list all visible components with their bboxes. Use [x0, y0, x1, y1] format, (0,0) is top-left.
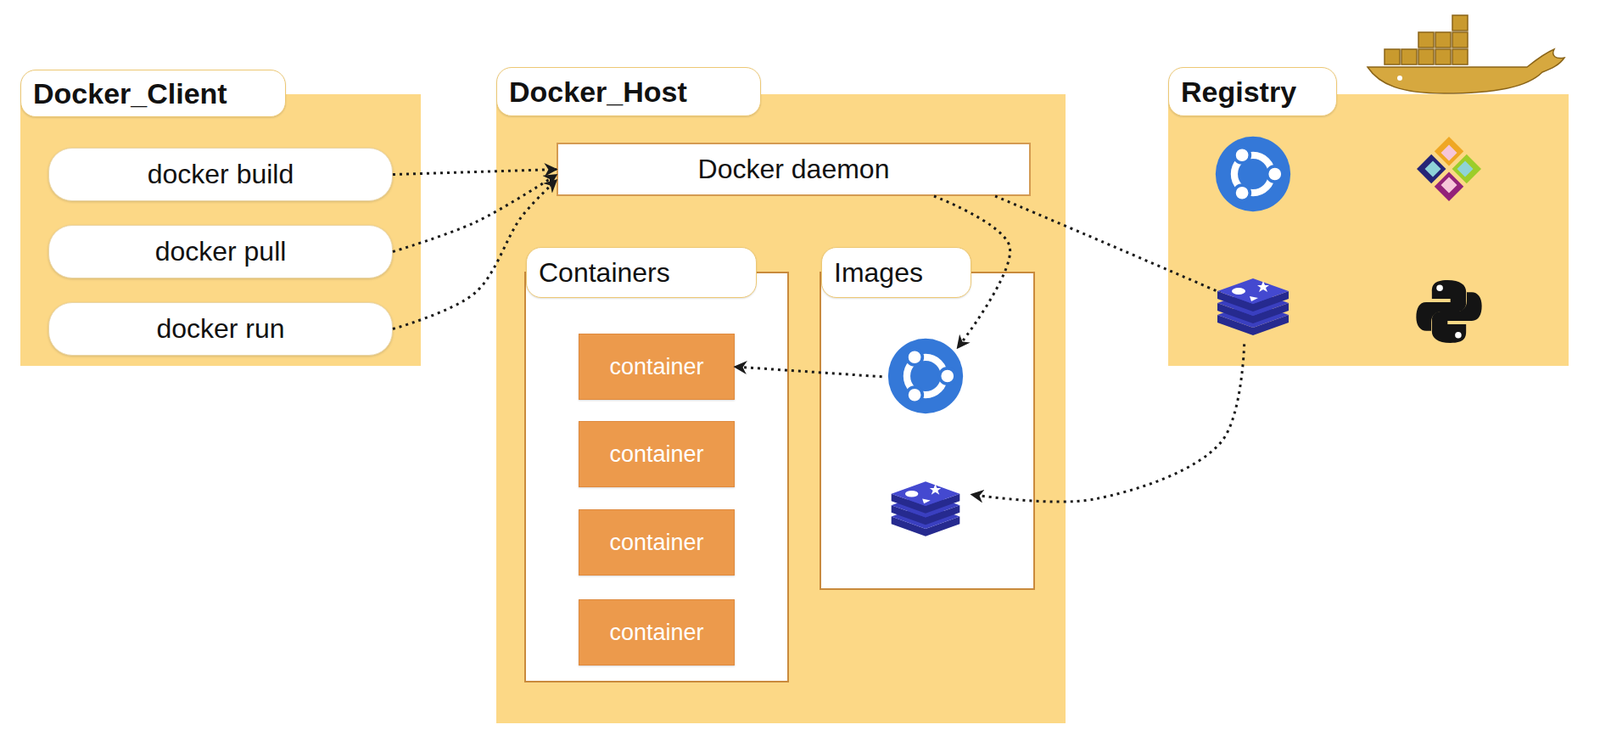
container-box: container	[578, 420, 735, 487]
heading-pill: Docker_Client	[20, 69, 286, 118]
docker-whale-logo	[1384, 49, 1400, 65]
store-panel: Images	[819, 271, 1035, 590]
docker-whale-logo	[1397, 75, 1403, 81]
heading-pill: Containers	[525, 246, 757, 298]
store-panel: Containerscontainercontainercontainercon…	[524, 271, 789, 683]
container-box: container	[578, 598, 735, 666]
node-label: container	[609, 529, 704, 556]
docker-whale-logo	[1435, 49, 1451, 65]
node-label: docker run	[156, 313, 285, 345]
container-box: container	[578, 509, 735, 576]
group-heading: Docker_Host	[509, 75, 688, 109]
container-box: container	[578, 333, 735, 400]
docker-whale-logo	[1452, 49, 1468, 65]
node-label: docker pull	[155, 235, 287, 268]
docker-whale-logo	[1452, 15, 1468, 31]
heading-pill: Docker_Host	[496, 67, 761, 117]
docker-whale-logo	[1435, 32, 1451, 48]
node-label: container	[609, 353, 704, 381]
group-heading: Images	[833, 257, 924, 289]
command-pill: docker build	[48, 147, 393, 202]
group-panel: Registry	[1168, 94, 1569, 366]
group-heading: Registry	[1180, 75, 1297, 109]
daemon-box: Docker daemon	[556, 142, 1031, 196]
node-label: container	[609, 619, 704, 646]
group-panel: Docker_HostDocker daemonContainerscontai…	[496, 94, 1066, 723]
group-heading: Docker_Client	[33, 77, 228, 111]
node-label: docker build	[147, 158, 295, 191]
heading-pill: Images	[821, 246, 972, 298]
docker-whale-logo	[1367, 15, 1565, 94]
docker-whale-logo	[1418, 49, 1434, 65]
node-label: Docker daemon	[698, 153, 890, 185]
docker-whale-logo	[1418, 32, 1434, 48]
command-pill: docker run	[48, 302, 393, 356]
node-label: container	[609, 441, 704, 468]
group-panel: Docker_Clientdocker builddocker pulldock…	[20, 94, 421, 366]
docker-whale-logo	[1401, 49, 1417, 65]
docker-whale-logo	[1452, 32, 1468, 48]
command-pill: docker pull	[48, 224, 393, 279]
docker-whale-logo	[1384, 15, 1468, 65]
docker-whale-logo	[1367, 49, 1565, 94]
heading-pill: Registry	[1168, 67, 1338, 117]
group-heading: Containers	[538, 257, 671, 289]
